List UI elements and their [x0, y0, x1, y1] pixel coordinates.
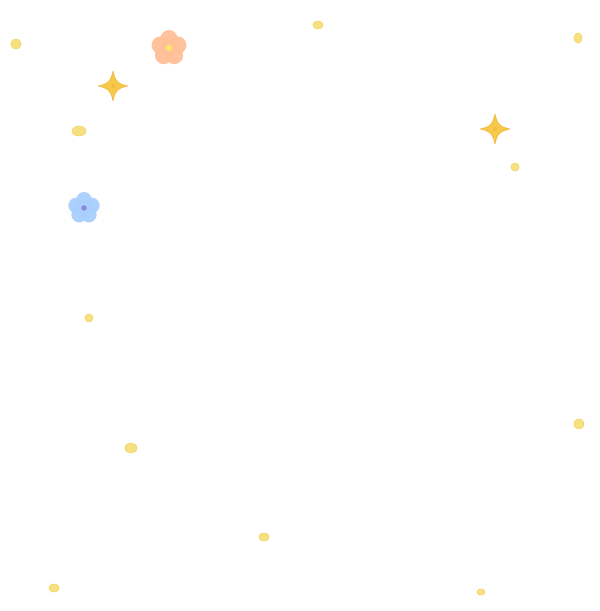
dot-icon	[48, 583, 60, 593]
sparkle-icon	[97, 70, 129, 102]
flower-icon	[151, 30, 187, 65]
dot-icon	[84, 313, 94, 323]
dot-icon	[10, 38, 22, 50]
dot-icon	[258, 532, 270, 542]
flower-icon	[68, 192, 100, 223]
dot-icon	[71, 125, 87, 137]
dot-icon	[312, 20, 324, 30]
dot-icon	[573, 32, 583, 44]
dot-icon	[573, 418, 585, 430]
sparkle-icon	[479, 113, 511, 145]
dot-icon	[510, 162, 520, 172]
dot-icon	[124, 442, 138, 454]
dot-icon	[476, 588, 486, 596]
